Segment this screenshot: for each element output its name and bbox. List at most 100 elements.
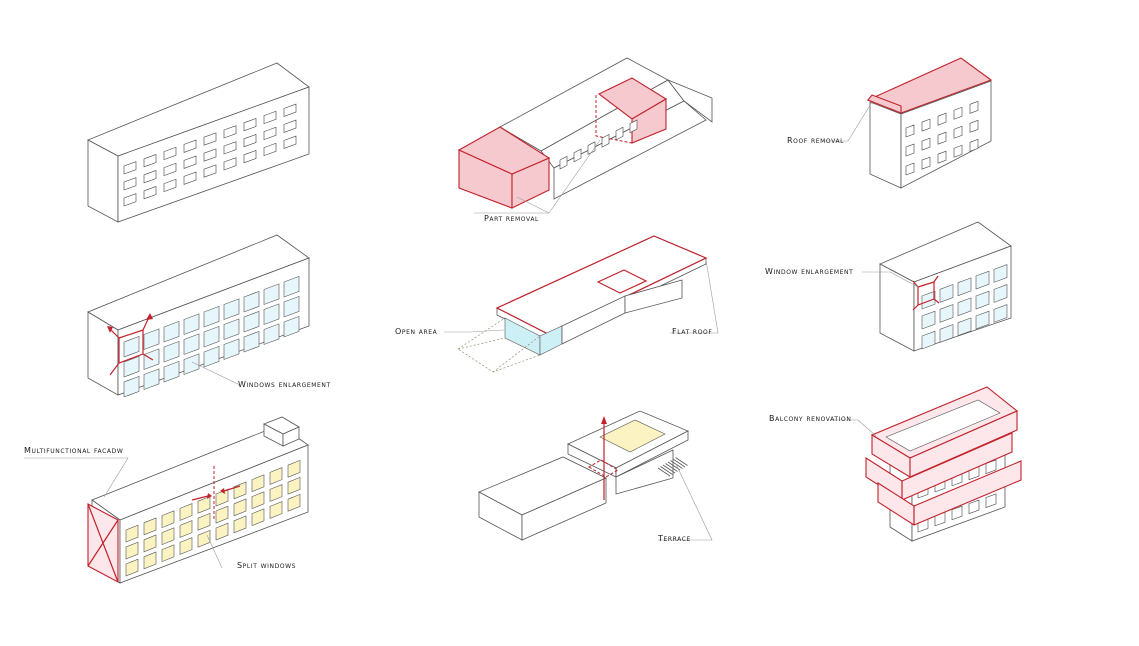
window (993, 264, 1008, 283)
window (143, 328, 160, 350)
label-terrace: Terrace (658, 534, 691, 543)
window (223, 338, 240, 360)
window (921, 310, 936, 330)
window (993, 284, 1008, 303)
window (975, 270, 990, 290)
window (283, 135, 297, 149)
window (125, 558, 139, 577)
window (969, 119, 979, 133)
window (233, 515, 247, 534)
stair-step (660, 466, 673, 475)
window (269, 484, 283, 502)
window (163, 162, 177, 177)
window (179, 503, 193, 521)
window (223, 157, 237, 171)
window (161, 510, 175, 529)
window (263, 126, 277, 141)
window (183, 313, 200, 335)
window (215, 505, 229, 524)
window (125, 524, 139, 543)
window (957, 277, 972, 297)
window (251, 491, 265, 510)
window (143, 368, 160, 390)
window (269, 501, 283, 519)
window (143, 170, 157, 184)
window (905, 162, 915, 176)
window (985, 493, 997, 508)
house-enlarged-windows (921, 264, 1008, 350)
window (203, 325, 220, 348)
window (223, 141, 237, 155)
window (197, 512, 211, 531)
window (243, 134, 257, 148)
window (283, 275, 300, 298)
window (203, 132, 217, 146)
window (223, 298, 240, 320)
window (179, 520, 193, 538)
stair-step (675, 457, 688, 466)
window (243, 118, 257, 132)
window (975, 290, 990, 310)
window (163, 360, 180, 383)
window (921, 290, 936, 310)
window (269, 467, 283, 485)
window (243, 290, 260, 313)
window (183, 155, 197, 169)
window (161, 527, 175, 546)
stair-step (657, 467, 671, 477)
window (143, 551, 157, 570)
window (283, 119, 297, 133)
window (183, 171, 197, 185)
window (953, 144, 963, 158)
stair-step (665, 463, 678, 472)
window (939, 284, 954, 303)
window (223, 318, 240, 340)
window (937, 131, 947, 145)
window (163, 178, 177, 193)
window (143, 517, 157, 536)
window (197, 529, 211, 548)
window (251, 474, 265, 493)
label-part-removal: Part removal (484, 214, 539, 223)
house-part-removal (457, 57, 713, 214)
house-roof-removal (822, 57, 993, 189)
window (243, 330, 260, 353)
window (183, 139, 197, 153)
window (969, 138, 979, 152)
window (921, 330, 936, 350)
window (615, 126, 624, 141)
window (203, 345, 220, 368)
window (573, 148, 582, 163)
window (263, 303, 280, 325)
window (993, 304, 1008, 323)
window (183, 333, 200, 355)
house-window-enlargement (862, 221, 1012, 352)
building-balcony-renovation (830, 386, 1022, 542)
window (143, 534, 157, 553)
window (233, 498, 247, 517)
window (263, 283, 280, 305)
block-multifunctional-facade (24, 416, 309, 584)
block-original-windows (123, 103, 297, 207)
window (123, 375, 140, 398)
window (263, 142, 277, 157)
facade-split-windows (125, 459, 301, 577)
window (125, 541, 139, 560)
window (905, 143, 915, 157)
window (243, 310, 260, 333)
label-split-windows: Split windows (237, 561, 297, 570)
window (183, 353, 200, 375)
window (939, 324, 954, 343)
house-roof-removal-windows (905, 100, 979, 176)
window (559, 155, 568, 170)
window (287, 476, 301, 495)
window (197, 495, 211, 514)
window (179, 537, 193, 555)
window (243, 150, 257, 164)
window (263, 323, 280, 345)
window (629, 119, 638, 134)
block-original (87, 62, 310, 223)
window (939, 304, 954, 323)
label-roof-removal: Roof removal (787, 136, 845, 145)
block-windows-enlargement (87, 234, 310, 398)
